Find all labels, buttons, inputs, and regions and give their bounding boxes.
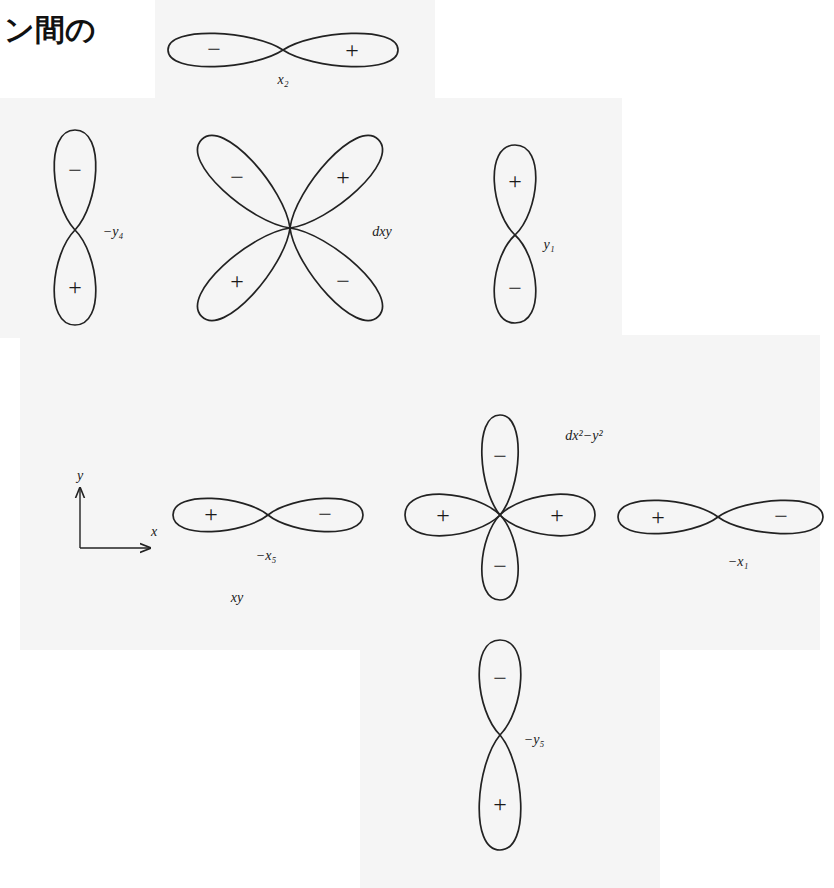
phase-sign: + — [204, 502, 218, 526]
orbital-lobe — [482, 415, 518, 515]
orbital-label: dx²−y² — [565, 429, 602, 443]
orbital-lobe — [718, 500, 823, 533]
phase-sign: + — [493, 792, 507, 816]
phase-sign: + — [550, 503, 564, 527]
orbital-lobe — [187, 213, 305, 331]
orbital-lobe — [618, 500, 718, 533]
scan-panel — [360, 640, 660, 888]
phase-sign: − — [336, 269, 350, 293]
axis-arrow — [80, 547, 150, 548]
phase-sign: − — [774, 504, 788, 528]
phase-sign: − — [493, 666, 507, 690]
orbital-label: dxy — [372, 225, 391, 239]
orbital-lobe — [187, 125, 305, 243]
orbital-lobe — [275, 213, 393, 331]
phase-sign: − — [493, 554, 507, 578]
phase-sign: − — [230, 165, 244, 189]
orbital-label: −x₅ — [256, 549, 277, 563]
phase-sign: − — [318, 502, 332, 526]
orbital-lobe — [54, 130, 96, 230]
orbital-lobe — [168, 33, 283, 66]
phase-sign: − — [508, 276, 522, 300]
orbital-lobe — [500, 494, 595, 536]
orbital-lobe — [494, 235, 536, 323]
phase-sign: + — [345, 38, 359, 62]
phase-sign: + — [336, 165, 350, 189]
orbital-lobe — [54, 230, 96, 325]
orbital-label: y — [77, 469, 83, 483]
phase-sign: + — [230, 269, 244, 293]
orbital-label: xy — [231, 591, 243, 605]
scan-panel — [155, 0, 435, 108]
orbital-label: y₁ — [543, 238, 554, 252]
orbital-lobe — [494, 145, 536, 235]
orbital-lobe — [479, 640, 521, 735]
orbital-lobe — [479, 735, 521, 850]
scan-panel — [20, 335, 820, 650]
phase-sign: + — [508, 169, 522, 193]
orbital-label: −y₄ — [103, 225, 124, 239]
orbital-label: −y₅ — [524, 733, 545, 747]
phase-sign: + — [651, 505, 665, 529]
axis-arrow — [79, 488, 80, 548]
phase-sign: − — [207, 37, 221, 61]
scan-panel — [0, 98, 622, 338]
page-title: ン間の — [4, 10, 96, 51]
orbital-lobe — [482, 515, 518, 600]
orbital-lobe — [275, 125, 393, 243]
phase-sign: + — [436, 503, 450, 527]
phase-sign: − — [493, 444, 507, 468]
phase-sign: − — [68, 158, 82, 182]
orbital-label: −x₁ — [728, 555, 749, 569]
orbital-label: x₂ — [277, 73, 288, 87]
orbital-lobe — [268, 498, 363, 531]
phase-sign: + — [68, 275, 82, 299]
orbital-lobe — [173, 498, 268, 531]
orbital-label: x — [151, 525, 157, 539]
orbital-lobe — [283, 33, 398, 66]
orbital-lobe — [405, 494, 500, 536]
